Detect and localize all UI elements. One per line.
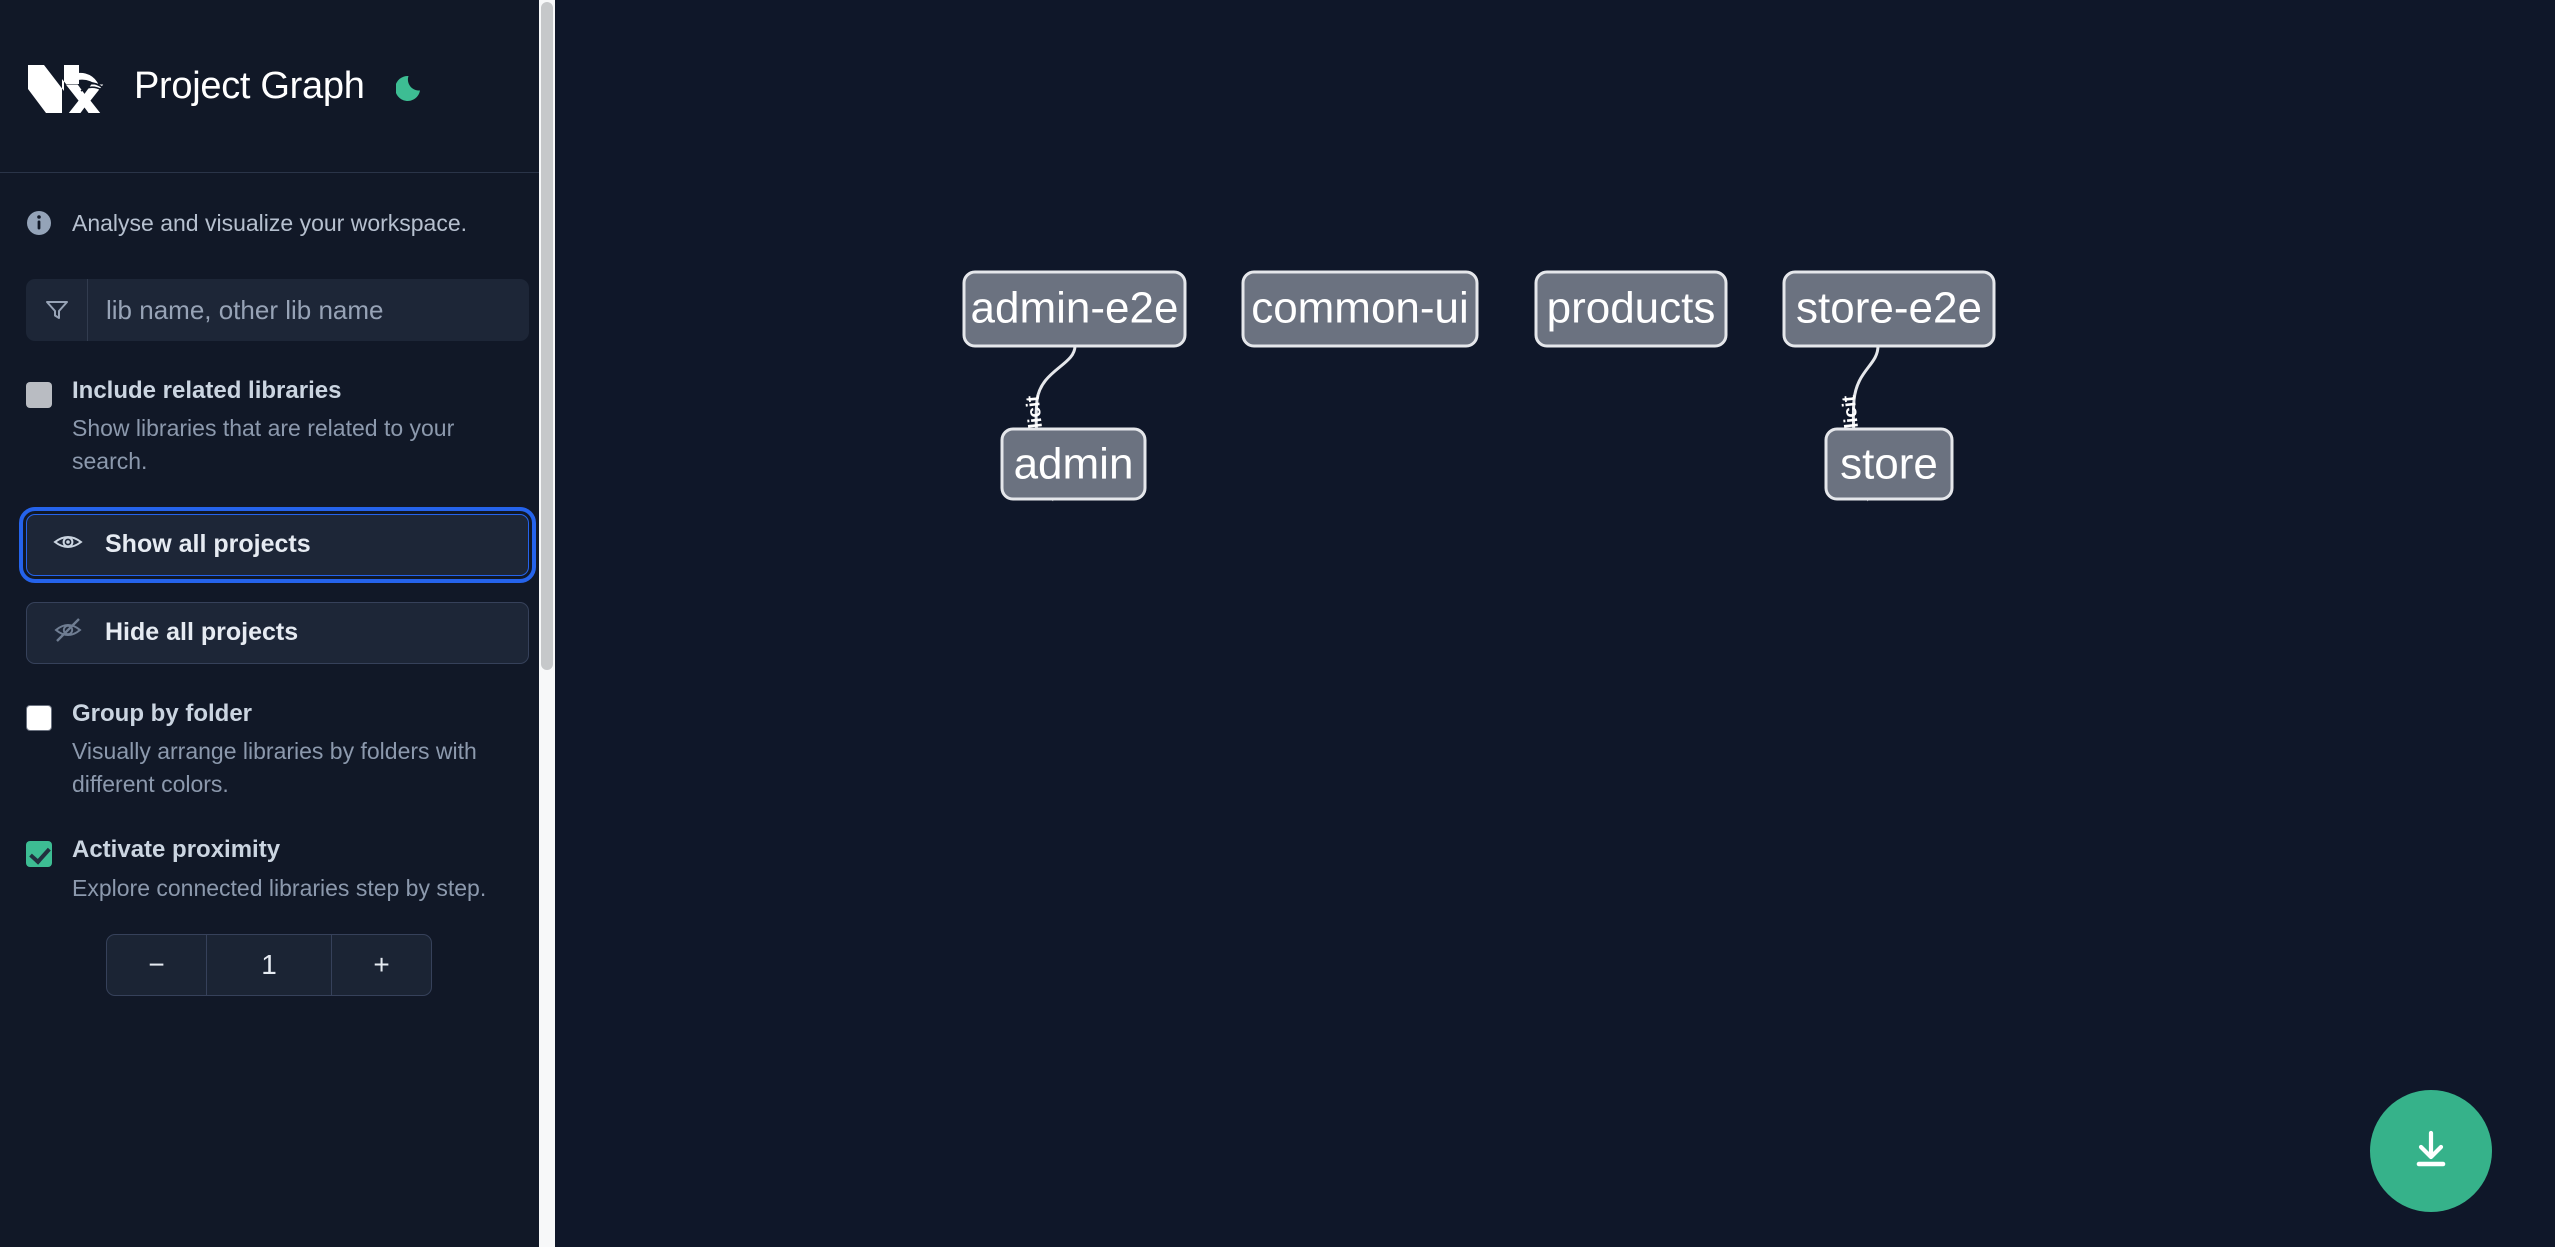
hide-all-projects-wrap: Hide all projects bbox=[0, 601, 555, 664]
search-input[interactable] bbox=[88, 279, 529, 341]
sidebar-scrollbar-thumb[interactable] bbox=[541, 2, 553, 670]
filter-icon bbox=[26, 279, 88, 341]
proximity-value: 1 bbox=[261, 949, 277, 981]
option-description: Explore connected libraries step by step… bbox=[72, 874, 487, 901]
option-include-related-libraries[interactable]: Include related libraries Show libraries… bbox=[26, 375, 529, 478]
proximity-stepper: − 1 + bbox=[106, 934, 432, 997]
eye-off-icon bbox=[53, 615, 83, 650]
tagline: Analyse and visualize your workspace. bbox=[0, 173, 555, 273]
graph-node-admin-e2e[interactable]: admin-e2e bbox=[962, 270, 1187, 348]
tagline-text: Analyse and visualize your workspace. bbox=[72, 209, 468, 236]
graph-canvas[interactable]: implicit implicit admin-e2e common-ui pr… bbox=[555, 0, 2555, 1247]
grouping-section: Group by folder Visually arrange librari… bbox=[0, 698, 555, 997]
checkbox-include-related-libraries[interactable] bbox=[26, 382, 52, 408]
option-text-group: Group by folder Visually arrange librari… bbox=[72, 698, 529, 801]
option-label: Include related libraries bbox=[72, 377, 342, 404]
graph-svg: implicit implicit admin-e2e common-ui pr… bbox=[962, 270, 1996, 502]
proximity-decrement-button[interactable]: − bbox=[107, 935, 207, 996]
option-activate-proximity[interactable]: Activate proximity Explore connected lib… bbox=[26, 834, 529, 904]
hide-all-projects-label: Hide all projects bbox=[105, 618, 299, 647]
graph-node-label: store bbox=[1840, 440, 1938, 489]
search-box[interactable] bbox=[26, 279, 529, 341]
graph-node-products[interactable]: products bbox=[1534, 270, 1728, 348]
option-text-group: Activate proximity Explore connected lib… bbox=[72, 834, 529, 904]
nx-logo-icon bbox=[26, 59, 110, 117]
option-group-by-folder[interactable]: Group by folder Visually arrange librari… bbox=[26, 698, 529, 801]
graph-node-common-ui[interactable]: common-ui bbox=[1241, 270, 1479, 348]
sidebar-content: Project Graph Analyse and visualize yo bbox=[0, 0, 555, 1247]
eye-icon bbox=[53, 527, 83, 562]
checkbox-group-by-folder[interactable] bbox=[26, 704, 52, 731]
graph-node-label: products bbox=[1547, 284, 1716, 333]
graph-node-label: store-e2e bbox=[1796, 284, 1982, 333]
filter-section: Include related libraries Show libraries… bbox=[0, 279, 555, 478]
option-description: Show libraries that are related to your … bbox=[72, 415, 455, 475]
option-label: Activate proximity bbox=[72, 836, 281, 864]
download-graph-button[interactable] bbox=[2370, 1090, 2492, 1212]
show-all-projects-button[interactable]: Show all projects bbox=[19, 506, 536, 583]
hide-all-projects-button[interactable]: Hide all projects bbox=[26, 601, 529, 664]
page-title: Project Graph bbox=[134, 64, 365, 107]
show-all-projects-label: Show all projects bbox=[105, 530, 311, 559]
graph-node-label: admin bbox=[1014, 440, 1134, 489]
checkbox-activate-proximity[interactable] bbox=[26, 841, 52, 868]
option-label: Group by folder bbox=[72, 699, 252, 727]
graph-node-label: admin-e2e bbox=[971, 284, 1179, 333]
sidebar: Project Graph Analyse and visualize yo bbox=[0, 0, 555, 1247]
proximity-increment-button[interactable]: + bbox=[331, 935, 431, 996]
show-all-projects-wrap: Show all projects bbox=[0, 506, 555, 583]
option-description: Visually arrange libraries by folders wi… bbox=[72, 738, 477, 797]
moon-icon[interactable] bbox=[393, 67, 431, 105]
download-icon bbox=[2407, 1125, 2455, 1178]
sidebar-scrollbar[interactable] bbox=[539, 0, 555, 1247]
option-text-group: Include related libraries Show libraries… bbox=[72, 375, 529, 478]
graph-node-admin[interactable]: admin bbox=[1000, 427, 1147, 501]
info-icon bbox=[26, 210, 52, 236]
sidebar-header: Project Graph bbox=[0, 0, 555, 173]
graph-node-store-e2e[interactable]: store-e2e bbox=[1782, 270, 1996, 348]
graph-node-label: common-ui bbox=[1251, 284, 1469, 333]
graph-node-store[interactable]: store bbox=[1824, 427, 1954, 501]
